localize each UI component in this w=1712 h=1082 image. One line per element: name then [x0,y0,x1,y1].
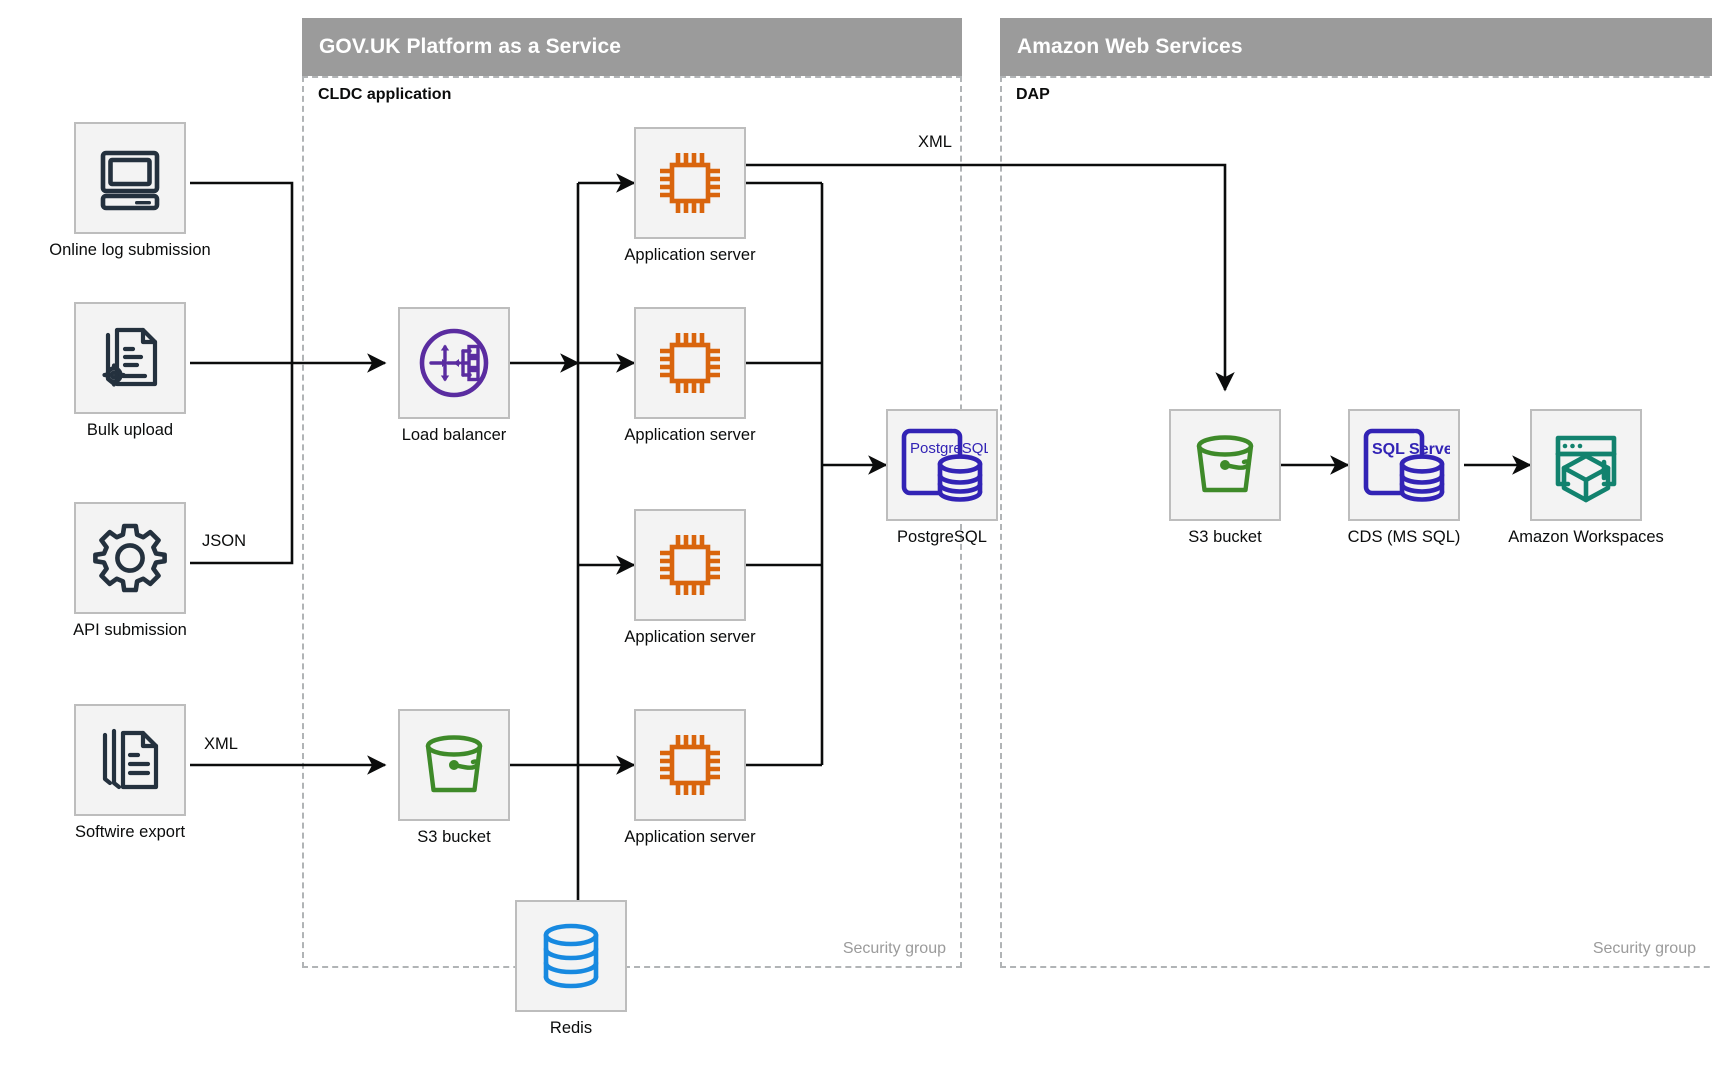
caption-cds-ms-sql: CDS (MS SQL) [1347,528,1461,546]
group-header-aws: Amazon Web Services [1000,18,1712,76]
tile-app-server-3 [634,509,746,621]
workspaces-cube-icon [1555,435,1617,503]
load-balancer-icon [419,328,489,398]
bucket-icon [1196,435,1254,493]
bucket-icon [425,735,483,793]
postgresql-badge-text: PostgreSQL [910,440,988,457]
sqlserver-database-icon: SQL Server [1363,428,1450,502]
tile-cds-ms-sql: SQL Server [1348,409,1460,521]
caption-postgresql: PostgreSQL [897,528,987,546]
caption-online-log-submission: Online log submission [49,241,211,259]
tile-bulk-upload [74,302,186,414]
subtitle-cldc-application: CLDC application [318,86,452,103]
node-online-log-submission[interactable]: Online log submission [49,122,211,259]
tile-s3-bucket-aws [1169,409,1281,521]
node-postgresql[interactable]: PostgreSQL PostgreSQL [886,409,998,546]
edge-label-xml-softwire: XML [200,735,242,754]
node-redis[interactable]: Redis [515,900,627,1037]
caption-app-server-3: Application server [624,628,756,646]
node-app-server-2[interactable]: Application server [624,307,756,444]
cpu-chip-icon [660,333,720,393]
caption-s3-bucket-aws: S3 bucket [1188,528,1262,546]
caption-app-server-2: Application server [624,426,756,444]
document-stack-icon [102,728,159,790]
gear-icon [93,523,167,593]
security-group-label-paas: Security group [842,940,946,957]
tile-softwire-export [74,704,186,816]
node-amazon-workspaces[interactable]: Amazon Workspaces [1508,409,1664,546]
cpu-chip-icon [660,735,720,795]
group-header-aws-label: Amazon Web Services [1017,35,1243,58]
caption-bulk-upload: Bulk upload [86,421,174,439]
caption-app-server-1: Application server [624,246,756,264]
tile-load-balancer [398,307,510,419]
tile-app-server-4 [634,709,746,821]
postgresql-database-icon: PostgreSQL [901,428,988,502]
documents-gear-icon [102,327,158,387]
cpu-chip-icon [660,153,720,213]
node-app-server-1[interactable]: Application server [624,127,756,264]
node-app-server-4[interactable]: Application server [624,709,756,846]
tile-postgresql: PostgreSQL [886,409,998,521]
tile-api-submission [74,502,186,614]
tile-amazon-workspaces [1530,409,1642,521]
tile-app-server-2 [634,307,746,419]
caption-s3-bucket-paas: S3 bucket [417,828,491,846]
group-header-paas-label: GOV.UK Platform as a Service [319,35,621,58]
caption-redis: Redis [549,1019,593,1037]
node-s3-bucket-paas[interactable]: S3 bucket [398,709,510,846]
caption-amazon-workspaces: Amazon Workspaces [1508,528,1664,546]
tile-redis [515,900,627,1012]
security-group-paas [302,76,962,968]
node-api-submission[interactable]: API submission [73,502,187,639]
group-header-paas: GOV.UK Platform as a Service [302,18,962,76]
node-bulk-upload[interactable]: Bulk upload [74,302,186,439]
security-group-label-aws: Security group [1592,940,1696,957]
caption-load-balancer: Load balancer [401,426,507,444]
sqlserver-badge-text: SQL Server [1372,441,1450,458]
edge-label-xml-dap: XML [914,133,956,152]
cpu-chip-icon [660,535,720,595]
edge-label-json: JSON [198,532,251,551]
security-group-aws [1000,76,1712,968]
tile-s3-bucket-paas [398,709,510,821]
caption-softwire-export: Softwire export [74,823,186,841]
caption-app-server-4: Application server [624,828,756,846]
tile-online-log-submission [74,122,186,234]
desktop-computer-icon [100,150,160,211]
node-cds-ms-sql[interactable]: SQL Server CDS (MS SQL) [1348,409,1460,546]
caption-api-submission: API submission [73,621,187,639]
database-cylinder-icon [543,923,599,989]
tile-app-server-1 [634,127,746,239]
node-softwire-export[interactable]: Softwire export [74,704,186,841]
node-load-balancer[interactable]: Load balancer [398,307,510,444]
node-app-server-3[interactable]: Application server [624,509,756,646]
node-s3-bucket-aws[interactable]: S3 bucket [1169,409,1281,546]
subtitle-dap: DAP [1016,86,1050,103]
